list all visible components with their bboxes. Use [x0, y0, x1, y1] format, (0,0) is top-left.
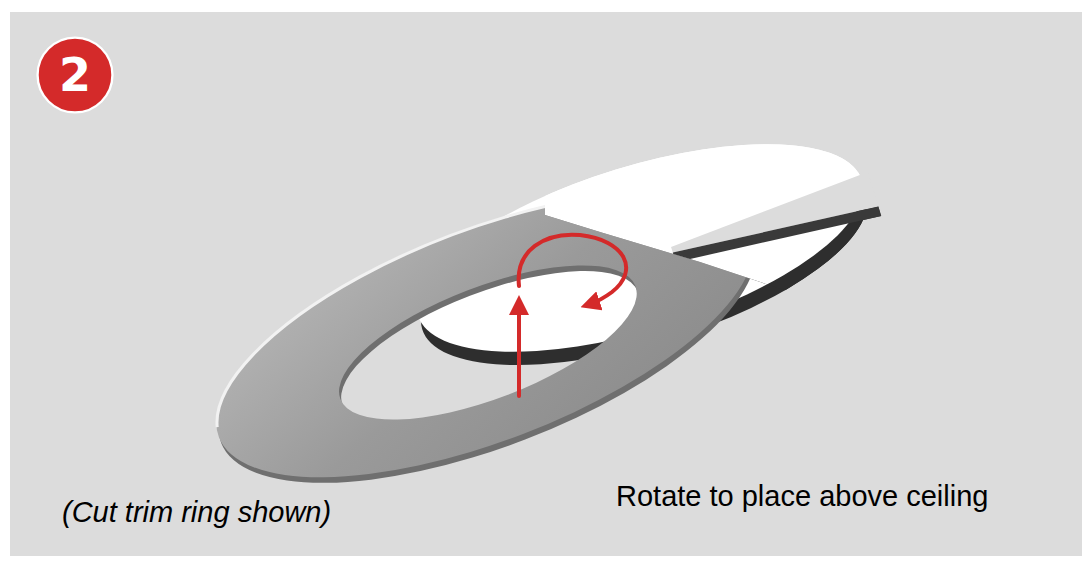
step-number: 2 — [59, 52, 91, 98]
rotation-arrow — [519, 235, 627, 396]
note-text: (Cut trim ring shown) — [62, 496, 331, 529]
step-badge: 2 — [36, 36, 114, 114]
instruction-text: Rotate to place above ceiling — [616, 480, 988, 513]
panel-background — [10, 12, 1082, 556]
cut-trim-ring-upper — [394, 99, 897, 407]
